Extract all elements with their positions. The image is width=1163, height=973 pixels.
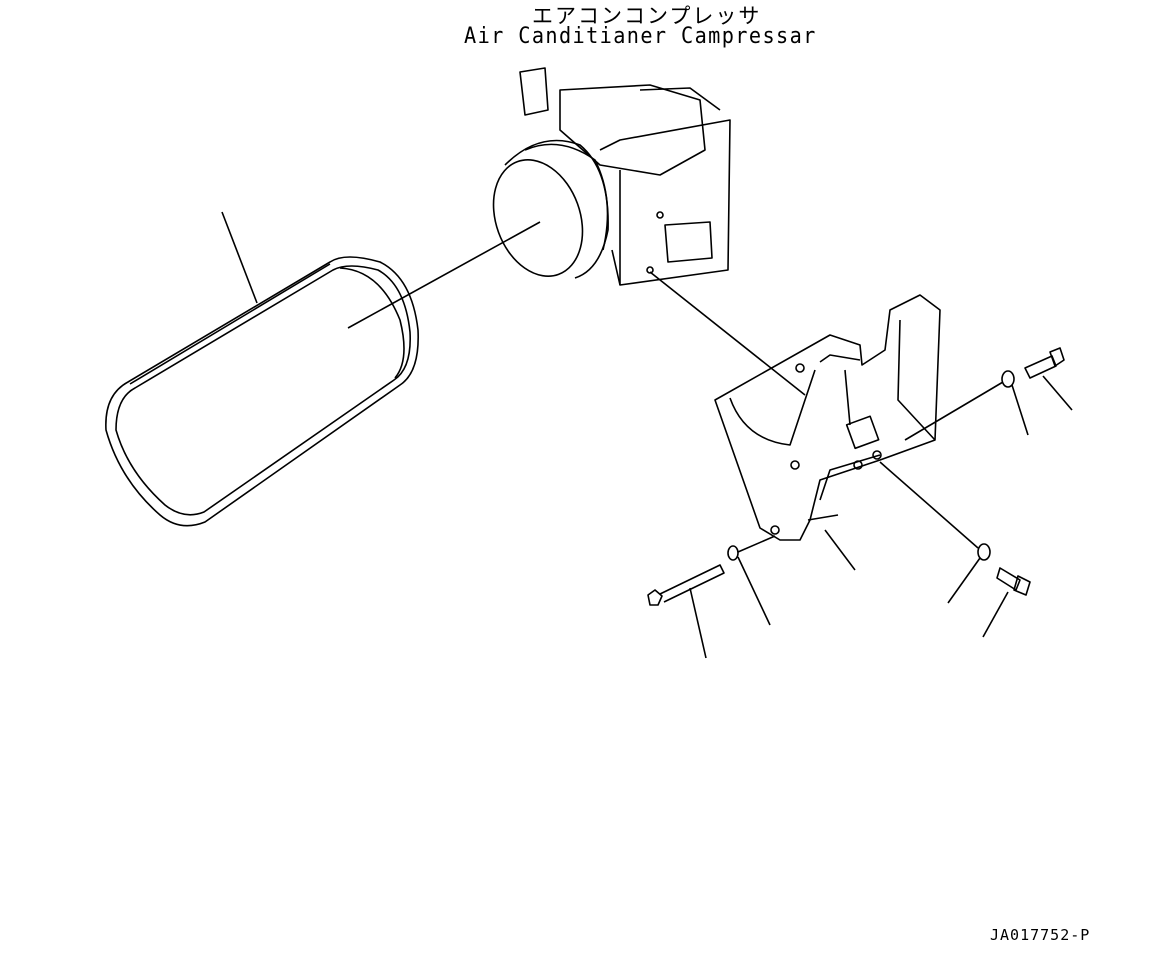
bracket [714,294,941,571]
long-bolt [647,564,725,659]
drawing-code: JA017752-P [990,926,1091,944]
bolt-upper-right [1024,347,1073,411]
v-belt [105,211,419,527]
washer-left [727,535,776,626]
washer-lower-right [879,461,991,604]
washer-upper-right [904,370,1029,441]
bolt-lower-right [982,567,1031,638]
title-japanese: エアコンコンプレッサ [532,4,762,28]
air-conditioner-compressor [347,67,806,396]
title-english: Air Canditianer Campressar [464,24,817,49]
